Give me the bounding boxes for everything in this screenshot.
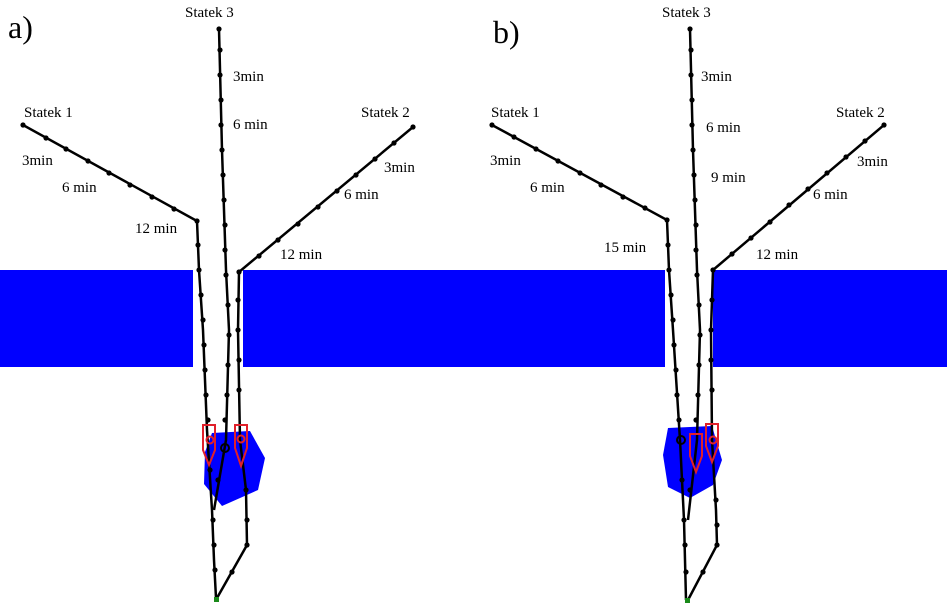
panel-label: b) <box>493 14 520 50</box>
water-block-right <box>243 270 473 367</box>
trajectory-ship-3 <box>686 28 702 521</box>
target-point-icon <box>214 597 219 602</box>
target-point-icon <box>685 598 690 603</box>
time-label: 6 min <box>233 117 268 133</box>
time-label: 15 min <box>604 240 647 256</box>
water-block-right <box>713 270 947 367</box>
time-label: 6 min <box>530 180 565 196</box>
time-label: 3min <box>22 153 53 169</box>
trajectory-dots-b <box>489 26 887 575</box>
time-label: 9 min <box>711 170 746 186</box>
ship-3-marker-icon <box>689 433 703 475</box>
time-label: 3min <box>857 154 888 170</box>
time-label: 12 min <box>135 221 178 237</box>
panel-a: a) Statek 1 Statek 2 Statek 3 3min 6 min… <box>0 5 473 602</box>
ship-label-1: Statek 1 <box>24 105 73 121</box>
panel-b: b) Statek 1 Statek 2 Statek 3 3min 6 min… <box>473 5 947 603</box>
time-label: 6 min <box>813 187 848 203</box>
time-label: 6 min <box>62 180 97 196</box>
ship-3-marker-icon <box>220 443 230 453</box>
ship-2-marker-icon <box>234 424 248 470</box>
trajectory-dots-a <box>20 26 416 575</box>
ship-label-1: Statek 1 <box>491 105 540 121</box>
time-label: 12 min <box>756 247 799 263</box>
obstacle-hexagon <box>204 431 265 506</box>
ship-markers-b <box>689 423 719 475</box>
time-label: 6 min <box>706 120 741 136</box>
ship-label-3: Statek 3 <box>185 5 234 21</box>
water-block-left <box>0 270 193 367</box>
ship-markers-a <box>202 424 248 470</box>
panel-label: a) <box>8 9 33 45</box>
ship-2-marker-icon <box>705 423 719 465</box>
trajectory-ship-1 <box>22 123 218 599</box>
time-label: 6 min <box>344 187 379 203</box>
time-label: 3min <box>233 69 264 85</box>
ship-1-marker-icon <box>202 424 216 468</box>
ship-label-2: Statek 2 <box>361 105 410 121</box>
water-block-left <box>473 270 665 367</box>
time-label: 3min <box>384 160 415 176</box>
ship-label-2: Statek 2 <box>836 105 885 121</box>
ship-label-3: Statek 3 <box>662 5 711 21</box>
time-label: 12 min <box>280 247 323 263</box>
ship-1-marker-icon <box>676 435 686 445</box>
time-label: 3min <box>701 69 732 85</box>
time-label: 3min <box>490 153 521 169</box>
